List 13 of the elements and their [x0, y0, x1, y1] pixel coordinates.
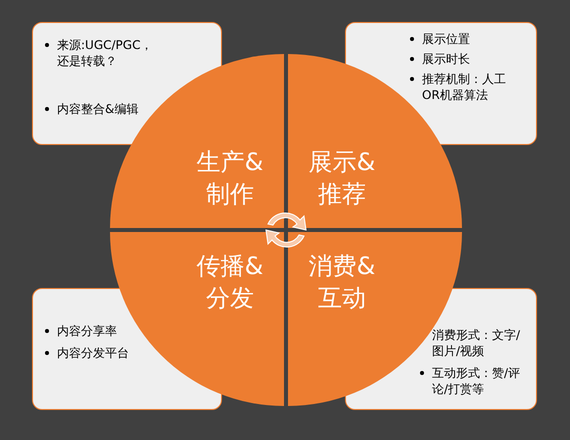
bullet-text: 消费形式：文字/图片/视频	[432, 328, 520, 358]
bullet-text: 内容分发平台	[57, 346, 129, 360]
quadrant-label: 传播&分发	[196, 251, 264, 314]
quadrant-label: 生产&制作	[196, 147, 264, 210]
quadrant-label: 消费&互动	[308, 251, 376, 314]
bullet-text: 来源:UGC/PGC，还是转载？	[57, 38, 152, 68]
bullet-text: 内容分享率	[57, 324, 117, 338]
bullet-text: 互动形式：赞/评论/打赏等	[432, 366, 520, 396]
bullet-text: 内容整合&编辑	[57, 102, 138, 116]
bullet-text: 展示位置	[422, 32, 470, 46]
quadrant-label: 展示&推荐	[308, 147, 376, 210]
bullet-text: 展示时长	[422, 52, 470, 66]
bullet-text: 推荐机制：人工OR机器算法	[422, 72, 506, 102]
